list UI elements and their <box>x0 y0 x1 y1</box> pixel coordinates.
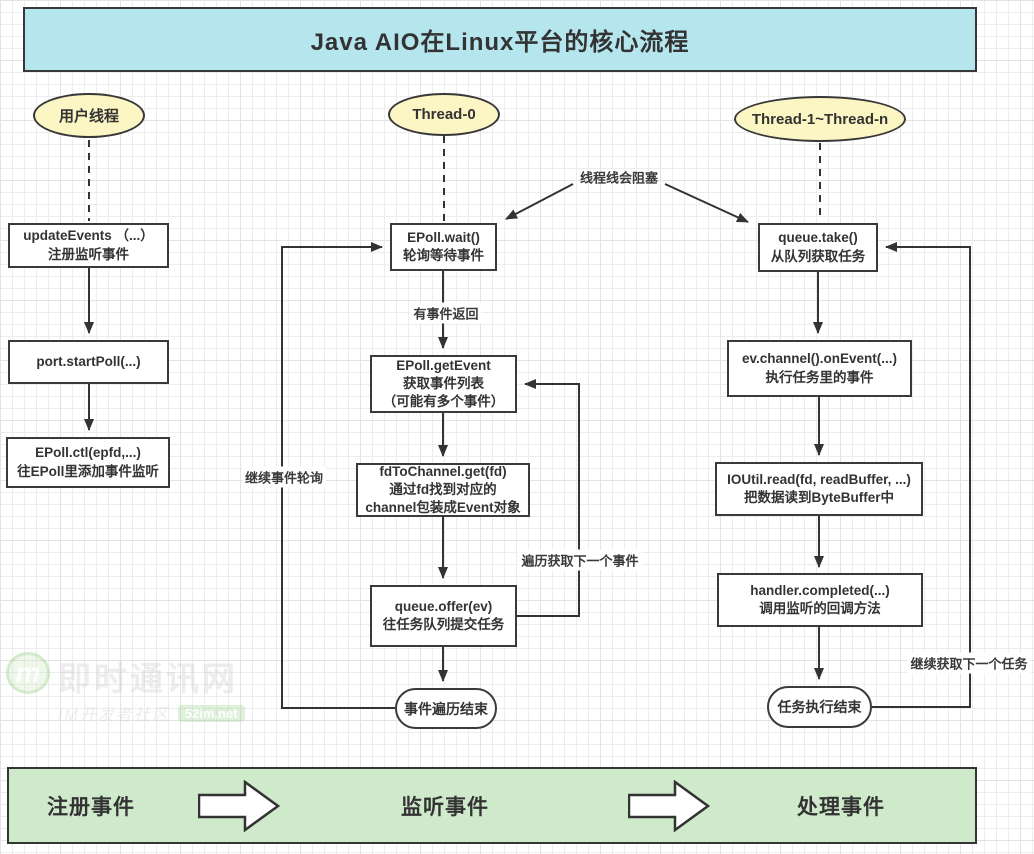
phase-handle-events: 处理事件 <box>797 795 885 819</box>
diagram-title: Java AIO在Linux平台的核心流程 <box>23 7 977 72</box>
label-next-event: 遍历获取下一个事件 <box>518 549 642 571</box>
label-event-return: 有事件返回 <box>410 302 482 324</box>
node-task-end: 任务执行结束 <box>767 686 872 728</box>
label-next-task: 继续获取下一个任务 <box>907 652 1031 674</box>
thread-n-ellipse: Thread-1~Thread-n <box>734 96 906 142</box>
node-get-event: EPoll.getEvent 获取事件列表 （可能有多个事件） <box>370 355 517 413</box>
node-handler-completed: handler.completed(...) 调用监听的回调方法 <box>717 573 923 627</box>
thread-0-ellipse: Thread-0 <box>388 93 500 136</box>
phase-register-events: 注册事件 <box>47 795 135 819</box>
watermark-badge: 52im.net <box>177 704 245 722</box>
node-queue-offer: queue.offer(ev) 往任务队列提交任务 <box>370 585 517 647</box>
watermark-logo-icon: m <box>6 652 50 694</box>
step-arrow-icon <box>628 779 710 832</box>
node-event-loop-end: 事件遍历结束 <box>395 688 497 729</box>
node-queue-take: queue.take() 从队列获取任务 <box>758 223 878 272</box>
thread-user-ellipse: 用户线程 <box>33 93 145 138</box>
node-ioutil-read: IOUtil.read(fd, readBuffer, ...) 把数据读到By… <box>715 462 923 516</box>
phase-listen-events: 监听事件 <box>401 795 489 819</box>
watermark-subtitle: IM开发者社区 <box>58 707 170 724</box>
node-update-events: updateEvents （...） 注册监听事件 <box>8 223 169 268</box>
label-continue-poll: 继续事件轮询 <box>241 466 327 488</box>
label-thread-block: 线程线会阻塞 <box>579 170 659 186</box>
watermark-title: 即时通讯网 <box>58 660 238 697</box>
phase-bar: 注册事件 监听事件 处理事件 <box>7 767 977 844</box>
node-fd-to-channel: fdToChannel.get(fd) 通过fd找到对应的 channel包装成… <box>356 463 530 517</box>
node-start-poll: port.startPoll(...) <box>8 340 169 384</box>
step-arrow-icon <box>198 779 280 832</box>
node-epoll-ctl: EPoll.ctl(epfd,...) 往EPoll里添加事件监听 <box>6 437 170 488</box>
watermark: m 即时通讯网 IM开发者社区 52im.net <box>6 652 245 725</box>
node-on-event: ev.channel().onEvent(...) 执行任务里的事件 <box>727 340 912 397</box>
node-epoll-wait: EPoll.wait() 轮询等待事件 <box>390 223 497 271</box>
